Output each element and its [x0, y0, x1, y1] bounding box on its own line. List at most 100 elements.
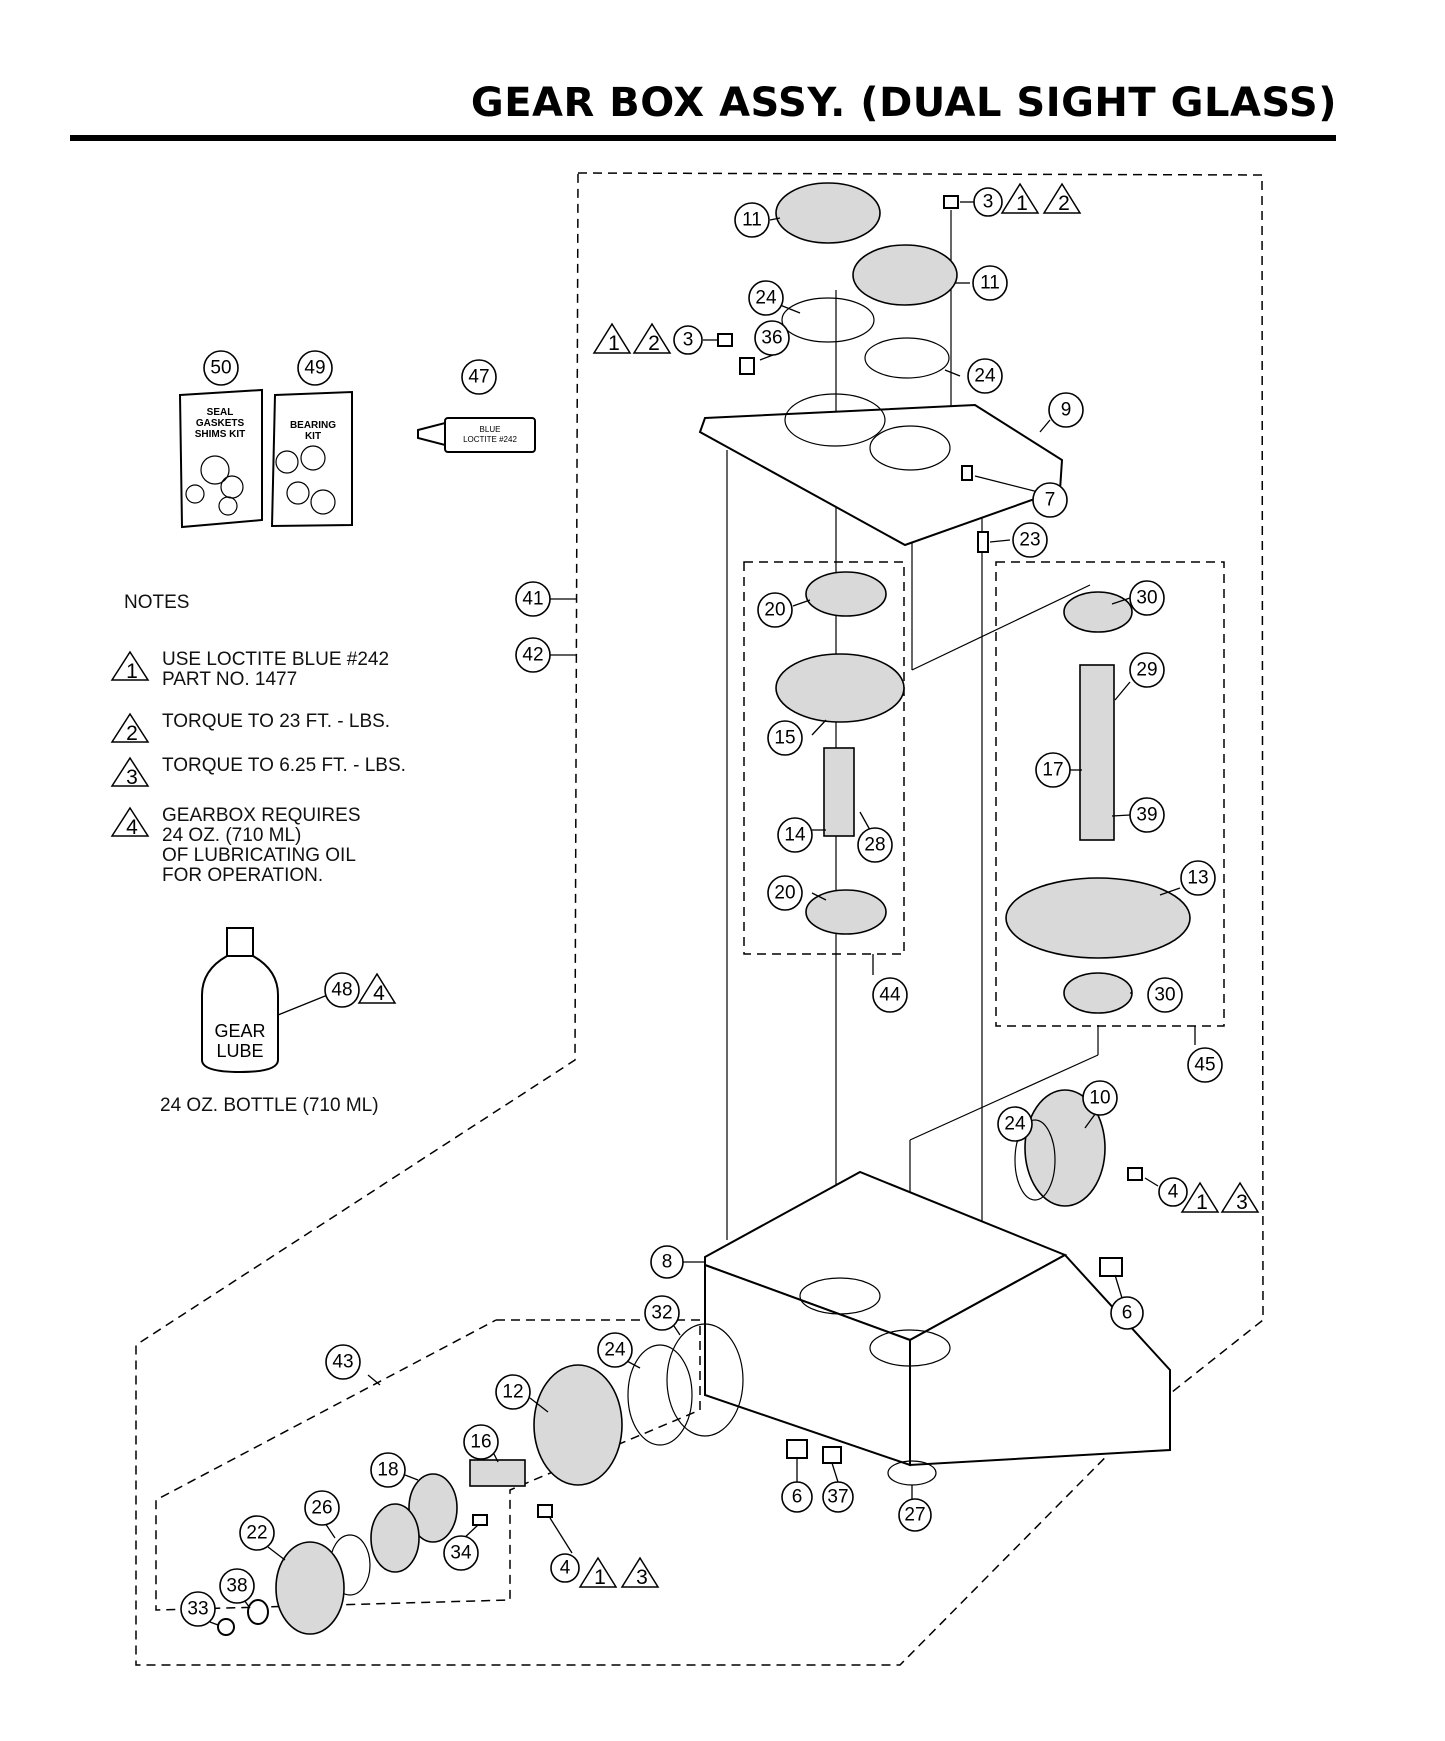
cover-plate — [698, 403, 1064, 547]
svg-text:GEAR: GEAR — [214, 1021, 265, 1041]
title-rule — [70, 135, 1336, 141]
callout-3b: 3 — [673, 325, 703, 355]
svg-text:1: 1 — [594, 1566, 606, 1589]
page-title: GEAR BOX ASSY. (DUAL SIGHT GLASS) — [470, 80, 1337, 126]
gasket-32 — [666, 1323, 744, 1437]
svg-text:3: 3 — [636, 1566, 648, 1589]
marker-48-note-4: 4 — [357, 972, 397, 1005]
callout-7: 7 — [1032, 482, 1068, 518]
pin-7 — [961, 465, 973, 481]
plug-6-side — [1099, 1257, 1123, 1277]
bearing-20-top — [805, 571, 887, 617]
marker-4a-note-1: 1 — [1180, 1181, 1220, 1214]
svg-text:20: 20 — [774, 883, 795, 904]
svg-text:30: 30 — [1154, 985, 1175, 1006]
marker-3b-note-2: 2 — [632, 322, 672, 355]
marker-4b-note-1: 1 — [578, 1556, 618, 1589]
washer-38 — [247, 1599, 269, 1625]
o-ring-side — [1014, 1119, 1056, 1201]
callout-10: 10 — [1082, 1080, 1118, 1116]
svg-text:15: 15 — [774, 728, 795, 749]
marker-4b-note-3: 3 — [620, 1556, 660, 1589]
assembly-41-42-outline — [135, 172, 1264, 1666]
end-cap-22 — [275, 1541, 345, 1635]
svg-text:28: 28 — [864, 835, 885, 856]
callout-38: 38 — [219, 1568, 255, 1604]
o-ring-24-input — [627, 1344, 693, 1446]
callout-8: 8 — [650, 1245, 684, 1279]
callout-6b: 6 — [781, 1481, 813, 1513]
svg-text:12: 12 — [502, 1382, 523, 1403]
svg-text:50: 50 — [210, 358, 231, 379]
svg-text:KIT: KIT — [305, 431, 321, 442]
callout-16: 16 — [463, 1424, 499, 1460]
svg-text:10: 10 — [1089, 1088, 1110, 1109]
svg-text:1: 1 — [1196, 1191, 1208, 1214]
svg-text:36: 36 — [761, 328, 782, 349]
callout-34: 34 — [443, 1535, 479, 1571]
svg-text:18: 18 — [377, 1460, 398, 1481]
callout-15: 15 — [767, 720, 803, 756]
svg-text:49: 49 — [304, 358, 325, 379]
svg-text:3: 3 — [126, 766, 138, 788]
leader-lines — [209, 201, 1196, 1626]
svg-text:4: 4 — [126, 816, 138, 838]
bearing-20-bottom — [805, 889, 887, 935]
svg-text:BLUE: BLUE — [480, 425, 501, 434]
svg-text:4: 4 — [373, 982, 385, 1005]
side-cover-10 — [1024, 1089, 1106, 1207]
seal-kit: SEAL GASKETS SHIMS KIT — [178, 388, 263, 529]
note-4-marker: 4 — [110, 806, 150, 838]
svg-text:LOCTITE #242: LOCTITE #242 — [463, 435, 517, 444]
gear-lube-bottle: GEAR LUBE — [201, 927, 279, 1074]
callout-30a: 30 — [1129, 580, 1165, 616]
bearing-kit: BEARING KIT — [270, 390, 353, 528]
callout-49: 49 — [297, 350, 333, 386]
svg-text:13: 13 — [1187, 868, 1208, 889]
callout-14: 14 — [777, 817, 813, 853]
callout-36: 36 — [754, 320, 790, 356]
callout-11a: 11 — [734, 202, 770, 238]
note-2-marker: 2 — [110, 712, 150, 744]
callout-20b: 20 — [767, 875, 803, 911]
svg-text:2: 2 — [1058, 192, 1070, 215]
callout-4a: 4 — [1158, 1177, 1188, 1207]
plug-37 — [822, 1446, 842, 1464]
svg-text:24: 24 — [1004, 1114, 1026, 1135]
svg-text:48: 48 — [331, 980, 352, 1001]
housing-bore-right — [869, 1329, 951, 1367]
svg-text:29: 29 — [1136, 660, 1157, 681]
callout-24c: 24 — [997, 1106, 1033, 1142]
svg-text:SHIMS KIT: SHIMS KIT — [195, 429, 246, 440]
plug-6-bottom — [786, 1439, 808, 1459]
note-2-text: TORQUE TO 23 FT. - LBS. — [162, 711, 391, 732]
svg-text:9: 9 — [1061, 400, 1072, 421]
svg-text:4: 4 — [1168, 1182, 1179, 1203]
callout-42: 42 — [515, 637, 551, 673]
callout-12: 12 — [495, 1374, 531, 1410]
note-1-text: USE LOCTITE BLUE #242 PART NO. 1477 — [162, 649, 390, 690]
bearing-18-right — [408, 1473, 458, 1543]
o-ring-lower — [864, 337, 950, 379]
svg-text:6: 6 — [792, 1487, 803, 1508]
svg-text:45: 45 — [1194, 1055, 1215, 1076]
svg-text:24: 24 — [755, 288, 777, 309]
callout-44: 44 — [872, 977, 908, 1013]
svg-text:6: 6 — [1122, 1303, 1133, 1324]
callout-24a: 24 — [748, 280, 784, 316]
callout-47: 47 — [461, 359, 497, 395]
svg-text:16: 16 — [470, 1432, 491, 1453]
callout-24b: 24 — [967, 358, 1003, 394]
svg-text:43: 43 — [332, 1352, 353, 1373]
callout-20a: 20 — [757, 592, 793, 628]
group-44-outline — [743, 561, 905, 955]
bevel-gear-15 — [775, 653, 905, 723]
svg-text:34: 34 — [450, 1543, 472, 1564]
svg-text:2: 2 — [126, 722, 138, 744]
cover-plate-hole-left — [784, 393, 886, 447]
svg-text:1: 1 — [608, 332, 620, 355]
svg-text:17: 17 — [1042, 760, 1063, 781]
housing-bore-left — [799, 1277, 881, 1315]
o-ring-top — [781, 297, 875, 343]
svg-text:22: 22 — [246, 1523, 267, 1544]
